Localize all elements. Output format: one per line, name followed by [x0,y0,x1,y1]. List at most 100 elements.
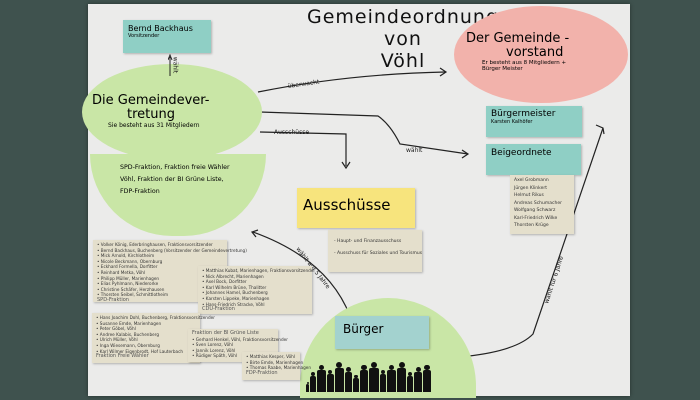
list-label: Fraktion der BI Grüne Liste [192,330,259,336]
member-name: • Nick Albrecht, Marienhagen [202,273,264,279]
board-subtitle: Bürger Meister [482,66,523,72]
elects6-label: wählt für 6 Jahre [543,255,565,305]
deputy-name: Jürgen Klinkert [514,185,547,191]
committee-item: - Haupt- und Finanzausschuss [334,239,402,244]
arrow-elects [259,111,469,155]
people-silhouettes [306,356,466,392]
person-icon [396,362,407,392]
member-name: • Ulrich Müller, Vöhl [96,337,138,343]
chair-name: Bernd Backhaus [128,24,193,33]
deputy-name: Axel Grobmann [514,178,549,183]
member-name: • Hans-Friedrich Stracke, Vöhl [202,301,265,307]
member-name: • Matthias Kubat, Marienhagen, Fraktions… [202,268,316,273]
board-ellipse: Der Gemeinde - vorstand Er besteht aus 8… [454,6,628,103]
board-title: vorstand [506,45,564,60]
person-icon [306,382,310,392]
person-icon [344,367,353,392]
list-label: FDP-Fraktion [246,369,278,376]
person-icon [359,364,369,392]
member-name: • Thorsten Seibel, Schmittlotheim [97,292,169,298]
chair-arrow: wählt [168,54,182,76]
arrow-oversees [257,71,446,93]
title-line: Vöhl [380,50,426,72]
page-title: Gemeindeordnung von Vöhl [303,6,503,72]
elects-label: wählt [406,147,423,154]
member-name: • Mick Arnold, Kirchlotheim [97,253,155,259]
council-ellipse: Die Gemeindever- tretung Sie besteht aus… [82,64,262,160]
member-name: • Reinhard Metka, Vöhl [97,269,146,275]
arrow-elects5 [252,231,351,317]
list-label: CDU-Fraktion [202,306,235,313]
mayor-title: Bürgermeister [491,109,556,119]
citizens-card: Bürger [335,316,429,349]
deputies-title: Beigeordnete [491,148,552,158]
member-name: • Sven Lorenz, Vöhl [192,342,233,348]
member-name: • Rüdiger Späth, Vöhl [192,353,238,359]
committee-item: - Ausschuss für Soziales und Tourismus [334,251,423,256]
deputy-name: Wolfgang Schwarz [514,208,556,213]
member-name: • Axel Bock, Dorfitter [202,279,247,285]
member-name: • Christine Schäfer, Herzhausen [97,286,165,292]
member-name: • Karl Wilmer Eigenbrodt, Hof Lauterbach [96,348,184,354]
member-name: • Susanne Emde, Marienhagen [96,320,162,326]
deputy-name: Thorsten Krüge [514,223,549,228]
faction-line: Vöhl, Fraktion der BI Grüne Liste, [120,176,224,183]
committees-label: Ausschüsse [274,129,309,136]
committees-card: Ausschüsse [297,188,415,228]
fdp-list: • Matthias Kesper, Vöhl• Birte Emde, Mar… [242,352,311,380]
member-name: • Bernd Backhaus, Buchenberg (Vorsitzend… [97,247,247,253]
person-icon [353,374,359,392]
member-name: • Johannes Hamel, Buchenberg [202,290,268,296]
person-icon [317,364,326,392]
mayor-name: Karsten Kalhöfer [491,119,533,125]
faction-line: FDP-Fraktion [120,188,160,195]
person-icon [379,369,387,392]
oversees-label: überwacht [287,79,320,90]
member-name: • Eckhard Formella, Dorfitter [97,264,158,270]
faction-line: SPD-Fraktion, Fraktion freie Wähler [120,164,230,171]
person-icon [334,362,344,392]
fw-list: • Hans Joachim Dohl, Buchenberg, Fraktio… [92,313,215,363]
member-name: • Hans Joachim Dohl, Buchenberg, Fraktio… [96,315,215,320]
committees-title: Ausschüsse [303,196,391,214]
member-name: • Jannik Lorenz, Vöhl [192,347,236,353]
person-icon [369,362,379,392]
member-name: • Peter Göbel, Vöhl [96,326,136,332]
arrow-up-icon [168,54,173,76]
council-title: Die Gemeindever- [92,93,210,108]
board-subtitle: Er besteht aus 8 Mitgliedern + [482,60,567,66]
list-label: Fraktion Freie Wähler [96,353,149,360]
board-title: Der Gemeinde - [466,31,570,46]
citizens-title: Bürger [343,322,384,336]
deputy-name: Karl-Friedrich Wilke [514,215,558,221]
title-line: Gemeindeordnung [306,6,500,28]
arrow-committees [259,131,347,166]
person-icon [387,364,396,392]
council-subtitle: Sie besteht aus 31 Mitgliedern [108,122,200,129]
person-icon [414,367,422,392]
council-title: tretung [127,107,175,122]
member-name: • Thomas Raabe, Marienhagen [246,365,311,371]
mayor-card: Bürgermeister Karsten Kalhöfer [486,106,582,137]
list-label: SPD-Fraktion [97,296,129,303]
member-name: • Nicole Beckmann, Obernburg [97,258,163,264]
title-line: von [384,28,422,50]
poster: Gemeindeordnung von Vöhl überwacht wählt… [82,4,630,398]
person-icon [422,364,432,392]
member-name: • Inga Wiesemann, Obernburg [96,342,160,348]
deputy-name: Helmut Rikus [514,193,544,198]
deputies-card: Beigeordnete [486,144,581,175]
member-name: • Gerhard Henkel, Vöhl, Fraktionsvorsitz… [192,336,288,342]
chair-arrow-label: wählt [171,56,179,74]
chair-role: Vorsitzender [128,33,160,39]
committees-list: - Haupt- und Finanzausschuss - Ausschuss… [328,230,422,272]
person-icon [326,369,334,392]
member-name: • Philipp Müller, Marienhagen [97,275,160,281]
deputy-name: Andreas Schumacher [514,200,562,206]
member-name: • Karl Wilhelm Brüne, Thalitter [202,284,267,290]
person-icon [310,372,317,392]
cdu-list: • Matthias Kubat, Marienhagen, Fraktions… [198,266,316,314]
member-name: • Karsten Lippeke, Marienhagen [202,295,270,301]
member-name: • Matthias Kesper, Vöhl [246,354,295,359]
